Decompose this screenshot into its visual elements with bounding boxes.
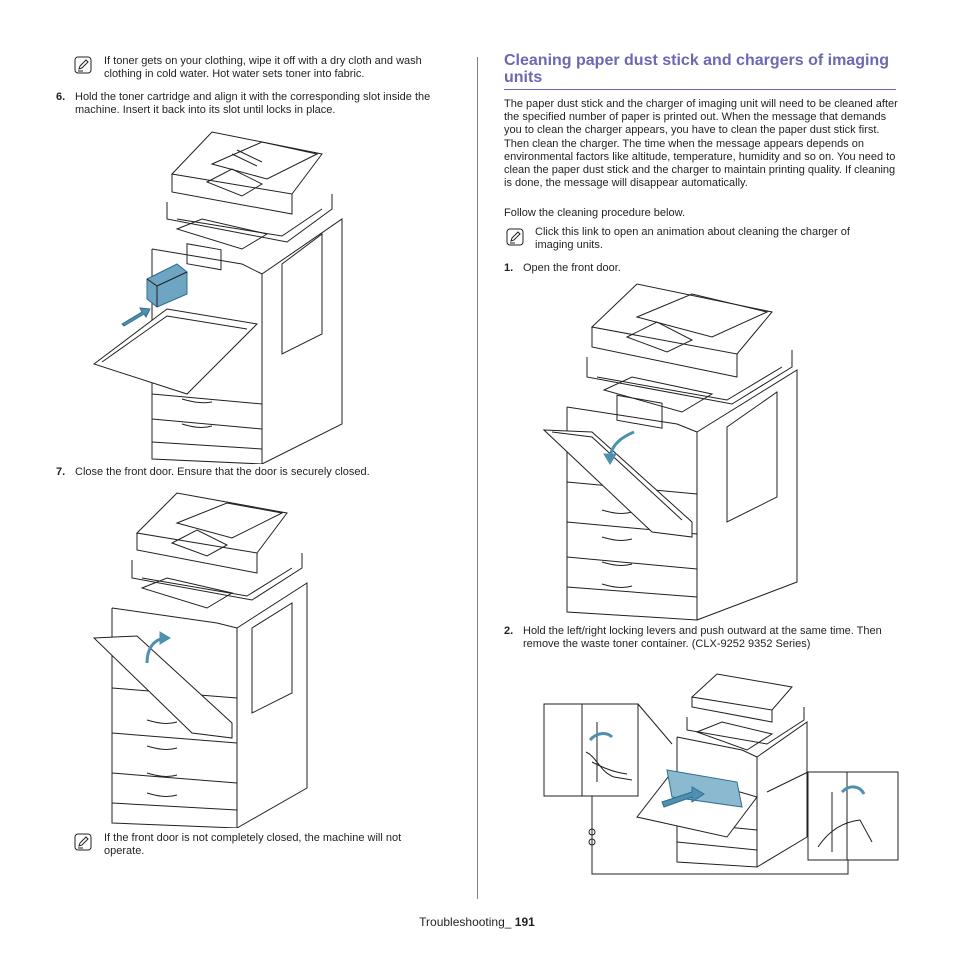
footer-section: Troubleshooting_ (419, 915, 512, 929)
step-6-text: Hold the toner cartridge and align it wi… (75, 91, 431, 117)
intro-paragraph: The paper dust stick and the charger of … (504, 98, 898, 190)
step-number: 6. (56, 91, 66, 103)
step-2-text: Hold the left/right locking levers and p… (523, 625, 882, 651)
toner-insertion-illustration (92, 131, 343, 464)
waste-toner-removal-illustration (543, 673, 899, 875)
heading-rule (504, 89, 896, 90)
note-icon (74, 56, 92, 74)
page-footer: Troubleshooting_ 191 (0, 915, 954, 929)
page-number: 191 (514, 915, 535, 929)
note-door-closed: If the front door is not completely clos… (104, 832, 402, 858)
follow-text: Follow the cleaning procedure below. (504, 207, 686, 219)
step-1-text: Open the front door. (523, 262, 621, 274)
step-7-text: Close the front door. Ensure that the do… (75, 466, 370, 478)
note-icon (74, 833, 92, 851)
open-door-illustration (542, 283, 798, 621)
note-icon (506, 228, 524, 246)
column-divider (477, 57, 478, 899)
close-door-illustration (92, 492, 308, 828)
section-heading: Cleaning paper dust stick and chargers o… (504, 52, 889, 86)
step-number: 1. (504, 262, 514, 274)
note-toner-clothing: If toner gets on your clothing, wipe it … (104, 55, 422, 81)
animation-link-note[interactable]: Click this link to open an animation abo… (535, 226, 850, 252)
step-number: 7. (56, 466, 66, 478)
step-number: 2. (504, 625, 514, 637)
